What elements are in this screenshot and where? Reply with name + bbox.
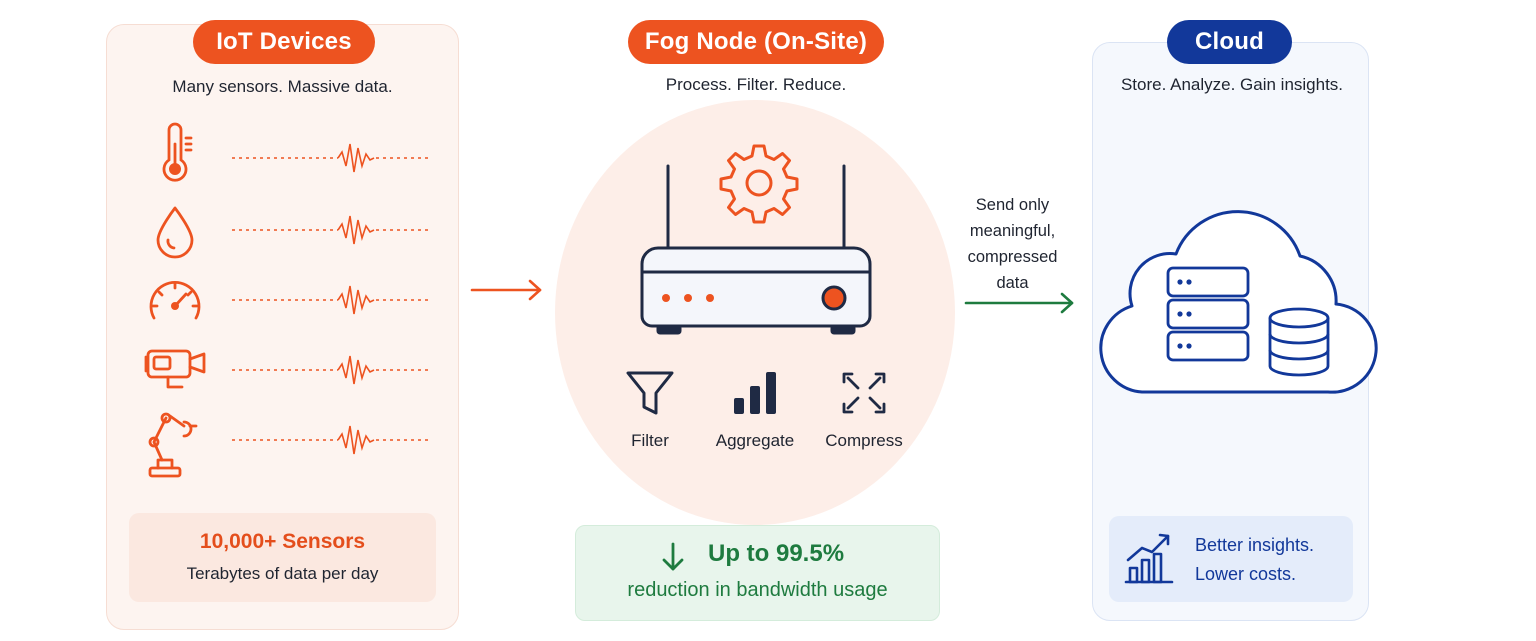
server-rack-icon [1166, 266, 1250, 362]
cloud-subtitle: Store. Analyze. Gain insights. [1120, 75, 1344, 94]
data-stream-4 [232, 355, 432, 385]
water-drop-icon [156, 206, 194, 259]
bar-chart-icon [734, 372, 776, 414]
arrow-down-icon [662, 542, 684, 571]
robotic-arm-icon [148, 412, 198, 478]
reduction-description: reduction in bandwidth usage [627, 579, 888, 601]
arrow-right-icon [470, 279, 542, 301]
transfer-line: meaningful, [969, 222, 1056, 240]
filter-label: Filter [631, 431, 669, 450]
compress-arrows-icon [842, 372, 886, 414]
cloud-title: Cloud [1167, 20, 1292, 64]
sensor-stat-box [129, 513, 436, 602]
transfer-description: Send only meaningful, compressed data [955, 192, 1070, 296]
transfer-line: Send only [975, 196, 1050, 214]
compress-label: Compress [825, 431, 903, 450]
iot-devices-subtitle: Many sensors. Massive data. [172, 77, 393, 96]
insight-line-2: Lower costs. [1195, 564, 1297, 584]
fog-node-subtitle: Process. Filter. Reduce. [665, 75, 847, 94]
arrow-right-icon [964, 292, 1074, 314]
thermometer-icon [162, 122, 193, 182]
insight-line-1: Better insights. [1195, 535, 1315, 555]
iot-devices-title: IoT Devices [193, 20, 375, 64]
fog-node-title: Fog Node (On-Site) [628, 20, 884, 64]
reduction-percentage: Up to 99.5% [708, 540, 845, 567]
gauge-icon [149, 281, 201, 320]
database-icon [1268, 307, 1330, 377]
data-stream-3 [232, 285, 432, 315]
gear-icon [719, 144, 799, 224]
camera-icon [144, 349, 206, 389]
growth-chart-icon [1124, 533, 1174, 584]
funnel-icon [626, 371, 674, 415]
transfer-line: compressed [967, 248, 1058, 266]
data-stream-1 [232, 143, 432, 173]
sensor-count: 10,000+ Sensors [199, 530, 366, 553]
aggregate-label: Aggregate [715, 431, 795, 450]
data-stream-2 [232, 215, 432, 245]
fog-router-icon [640, 164, 872, 335]
sensor-data-volume: Terabytes of data per day [186, 564, 379, 583]
bandwidth-reduction-box [575, 525, 940, 621]
transfer-line: data [996, 274, 1029, 292]
data-stream-5 [232, 425, 432, 455]
